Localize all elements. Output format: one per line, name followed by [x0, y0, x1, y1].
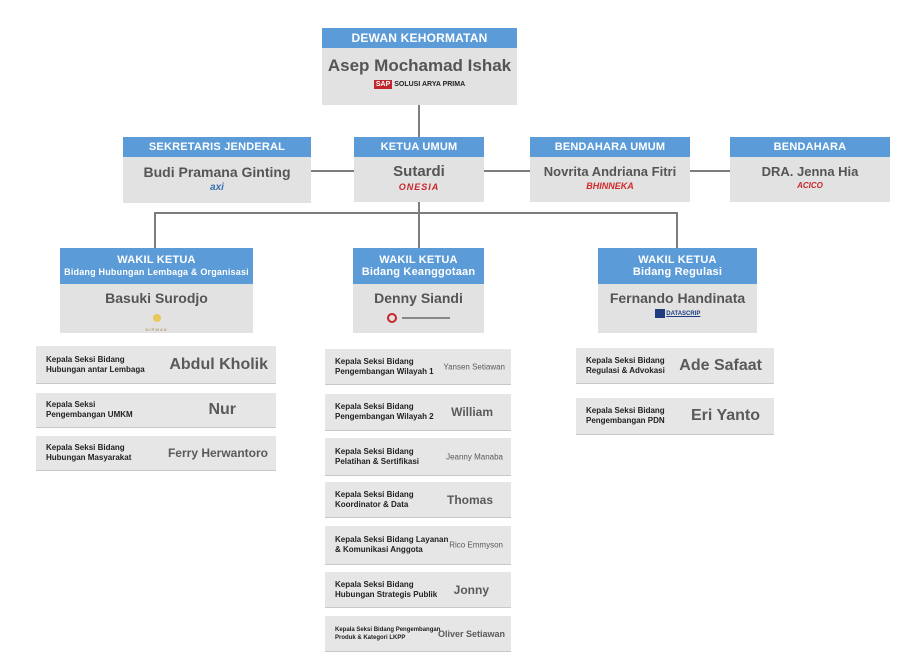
wakil-ketua-keanggotaan-name: Denny Siandi	[374, 290, 463, 306]
seksi-person-name: Eri Yanto	[690, 407, 760, 424]
bendahara-title: BENDAHARA	[730, 137, 890, 157]
connector-sekjen-ketua	[311, 170, 354, 172]
seksi-person-name: Jonny	[453, 582, 489, 597]
seksi-hubungan-antar-lembaga: Kepala Seksi Bidang Hubungan antar Lemba…	[36, 346, 276, 383]
connector-wakil3	[676, 212, 678, 248]
seksi-role: Kepala Seksi Pengembangan UMKM	[46, 400, 133, 419]
seksi-person-name: Oliver Setiawan	[437, 628, 505, 639]
bhinneka-logo: BHINNEKA	[586, 181, 634, 191]
seksi-role: Kepala Seksi Bidang Pengembangan Wilayah…	[335, 402, 434, 421]
dewan-kehormatan-name: Asep Mochamad Ishak	[327, 56, 512, 75]
dewan-kehormatan-title: DEWAN KEHORMATAN	[322, 28, 517, 48]
sap-logo: SAP SOLUSI ARYA PRIMA	[373, 80, 466, 89]
seksi-role: Kepala Seksi Bidang Hubungan Strategis P…	[335, 579, 438, 599]
seksi-hubungan-masyarakat: Kepala Seksi Bidang Hubungan Masyarakat …	[36, 436, 276, 470]
wakil-ketua-keanggotaan-title: WAKIL KETUA Bidang Keanggotaan	[353, 248, 484, 284]
seksi-person-name: Nur	[208, 401, 236, 418]
seksi-pengembangan-umkm: Kepala Seksi Pengembangan UMKM Nur	[36, 393, 276, 427]
seksi-role: Kepala Seksi Bidang Hubungan antar Lemba…	[46, 354, 145, 374]
bendahara-box: BENDAHARA DRA. Jenna Hia ACICO	[730, 137, 890, 202]
connector-bendum-bendahara	[690, 170, 730, 172]
seksi-produk-kategori-lkpp: Kepala Seksi Bidang Pengembangan Produk …	[325, 616, 511, 651]
dewan-kehormatan-box: DEWAN KEHORMATAN Asep Mochamad Ishak SAP…	[322, 28, 517, 105]
wakil-ketua-regulasi-box: WAKIL KETUA Bidang Regulasi Fernando Han…	[598, 248, 757, 333]
wakil-ketua-keanggotaan-box: WAKIL KETUA Bidang Keanggotaan Denny Sia…	[353, 248, 484, 333]
seksi-person-name: Abdul Kholik	[169, 355, 268, 373]
sekjen-name: Budi Pramana Ginting	[143, 164, 291, 180]
ketua-umum-box: KETUA UMUM Sutardi ONESIA	[354, 137, 484, 202]
seksi-role: Kepala Seksi Bidang Koordinator & Data	[335, 489, 414, 509]
company-logo	[353, 309, 484, 327]
seksi-role: Kepala Seksi Bidang Pengembangan Produk …	[335, 626, 441, 641]
seksi-regulasi-advokasi: Kepala Seksi Bidang Regulasi & Advokasi …	[576, 348, 774, 383]
seksi-koordinator-data: Kepala Seksi Bidang Koordinator & Data T…	[325, 482, 511, 517]
bendahara-umum-name: Novrita Andriana Fitri	[543, 164, 677, 179]
seksi-role: Kepala Seksi Bidang Layanan & Komunikasi…	[335, 535, 449, 554]
seksi-layanan-komunikasi: Kepala Seksi Bidang Layanan & Komunikasi…	[325, 526, 511, 564]
seksi-person-name: Thomas	[446, 492, 493, 507]
wakil-ketua-regulasi-title: WAKIL KETUA Bidang Regulasi	[598, 248, 757, 284]
connector-ketua-down	[418, 202, 420, 248]
wakil-ketua-hubungan-name: Basuki Surodjo	[105, 290, 208, 306]
seksi-person-name: Rico Emmyson	[449, 540, 503, 550]
wakil-ketua-hubungan-subtitle: Bidang Hubungan Lembaga & Organisasi	[64, 267, 249, 277]
acico-logo: ACICO	[797, 181, 823, 190]
onesia-logo: ONESIA	[398, 182, 440, 192]
connector-wakil1	[154, 212, 156, 248]
wakil-ketua-regulasi-name: Fernando Handinata	[609, 290, 746, 306]
connector-dewan-ketua	[418, 105, 420, 137]
axi-logo: axi	[210, 182, 224, 193]
seksi-person-name: Yansen Setiawan	[443, 362, 505, 371]
ketua-umum-name: Sutardi	[393, 163, 445, 180]
globe-icon	[387, 312, 398, 323]
wakil-ketua-hubungan-title: WAKIL KETUA Bidang Hubungan Lembaga & Or…	[60, 248, 253, 284]
seksi-pengembangan-pdn: Kepala Seksi Bidang Pengembangan PDN Eri…	[576, 398, 774, 434]
connector-ketua-bendum	[484, 170, 530, 172]
wakil-ketua-regulasi-subtitle: Bidang Regulasi	[632, 266, 723, 278]
seksi-pengembangan-wilayah-2: Kepala Seksi Bidang Pengembangan Wilayah…	[325, 394, 511, 430]
nirwan-logo-emblem	[152, 314, 161, 322]
bendahara-name: DRA. Jenna Hia	[761, 164, 859, 179]
bendahara-umum-box: BENDAHARA UMUM Novrita Andriana Fitri BH…	[530, 137, 690, 202]
seksi-pengembangan-wilayah-1: Kepala Seksi Bidang Pengembangan Wilayah…	[325, 349, 511, 384]
sap-logo-mark: SAP	[373, 80, 393, 89]
seksi-person-name: Jeanny Manaba	[446, 452, 503, 461]
datascrip-logo: DATASCRIP	[598, 309, 757, 318]
sekjen-box: SEKRETARIS JENDERAL Budi Pramana Ginting…	[123, 137, 311, 203]
seksi-pelatihan-sertifikasi: Kepala Seksi Bidang Pelatihan & Sertifik…	[325, 438, 511, 475]
seksi-hubungan-strategis-publik: Kepala Seksi Bidang Hubungan Strategis P…	[325, 572, 511, 607]
seksi-role: Kepala Seksi Bidang Pengembangan Wilayah…	[335, 356, 434, 376]
ketua-umum-title: KETUA UMUM	[354, 137, 484, 157]
seksi-person-name: Ferry Herwantoro	[167, 446, 268, 460]
nirwan-logo: NIRWAN	[60, 309, 253, 332]
seksi-person-name: William	[451, 405, 493, 419]
datascrip-logo-mark	[654, 309, 665, 318]
seksi-role: Kepala Seksi Bidang Pengembangan PDN	[586, 406, 665, 425]
wakil-ketua-keanggotaan-subtitle: Bidang Keanggotaan	[361, 266, 476, 278]
connector-horizontal	[154, 212, 676, 214]
bendahara-umum-title: BENDAHARA UMUM	[530, 137, 690, 157]
seksi-role: Kepala Seksi Bidang Pelatihan & Sertifik…	[335, 446, 420, 466]
seksi-role: Kepala Seksi Bidang Regulasi & Advokasi	[586, 355, 665, 375]
wakil-ketua-hubungan-box: WAKIL KETUA Bidang Hubungan Lembaga & Or…	[60, 248, 253, 333]
seksi-person-name: Ade Safaat	[679, 356, 762, 374]
seksi-role: Kepala Seksi Bidang Hubungan Masyarakat	[46, 443, 132, 462]
sekjen-title: SEKRETARIS JENDERAL	[123, 137, 311, 157]
